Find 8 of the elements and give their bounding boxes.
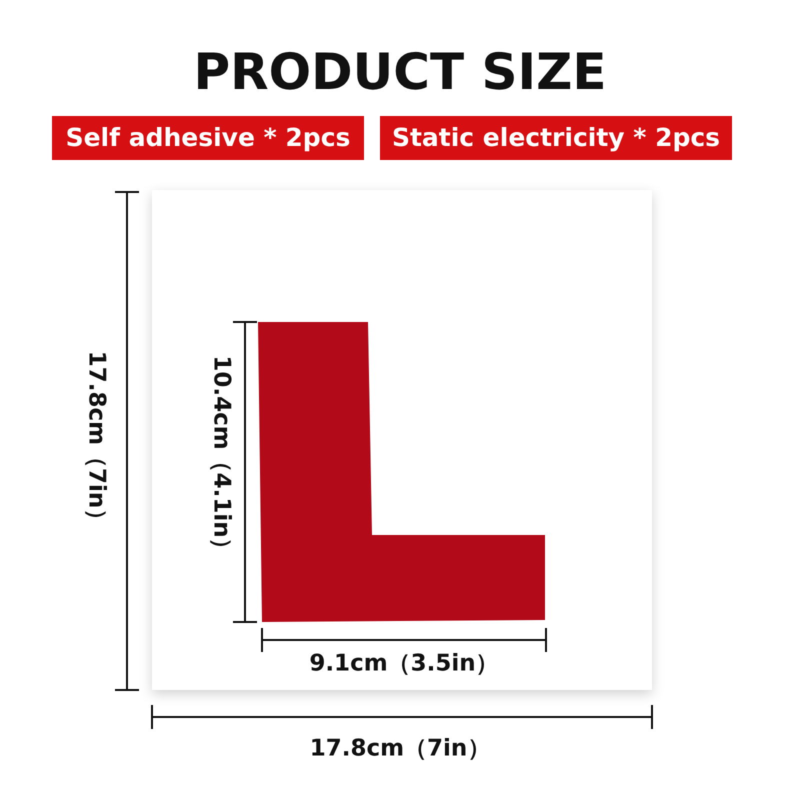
dimension-label: 17.8cm（7in） [310,734,490,764]
l-plate-sticker [258,322,545,622]
title: PRODUCT SIZE [194,42,606,102]
banner-label: Self adhesive * 2pcs [52,116,364,160]
dimension-label: 17.8cm（7in） [82,350,110,532]
dimension-label: 10.4cm（4.1in） [208,355,236,561]
dimension-label: 9.1cm（3.5in） [309,650,499,678]
banner-label: Static electricity * 2pcs [380,116,732,160]
